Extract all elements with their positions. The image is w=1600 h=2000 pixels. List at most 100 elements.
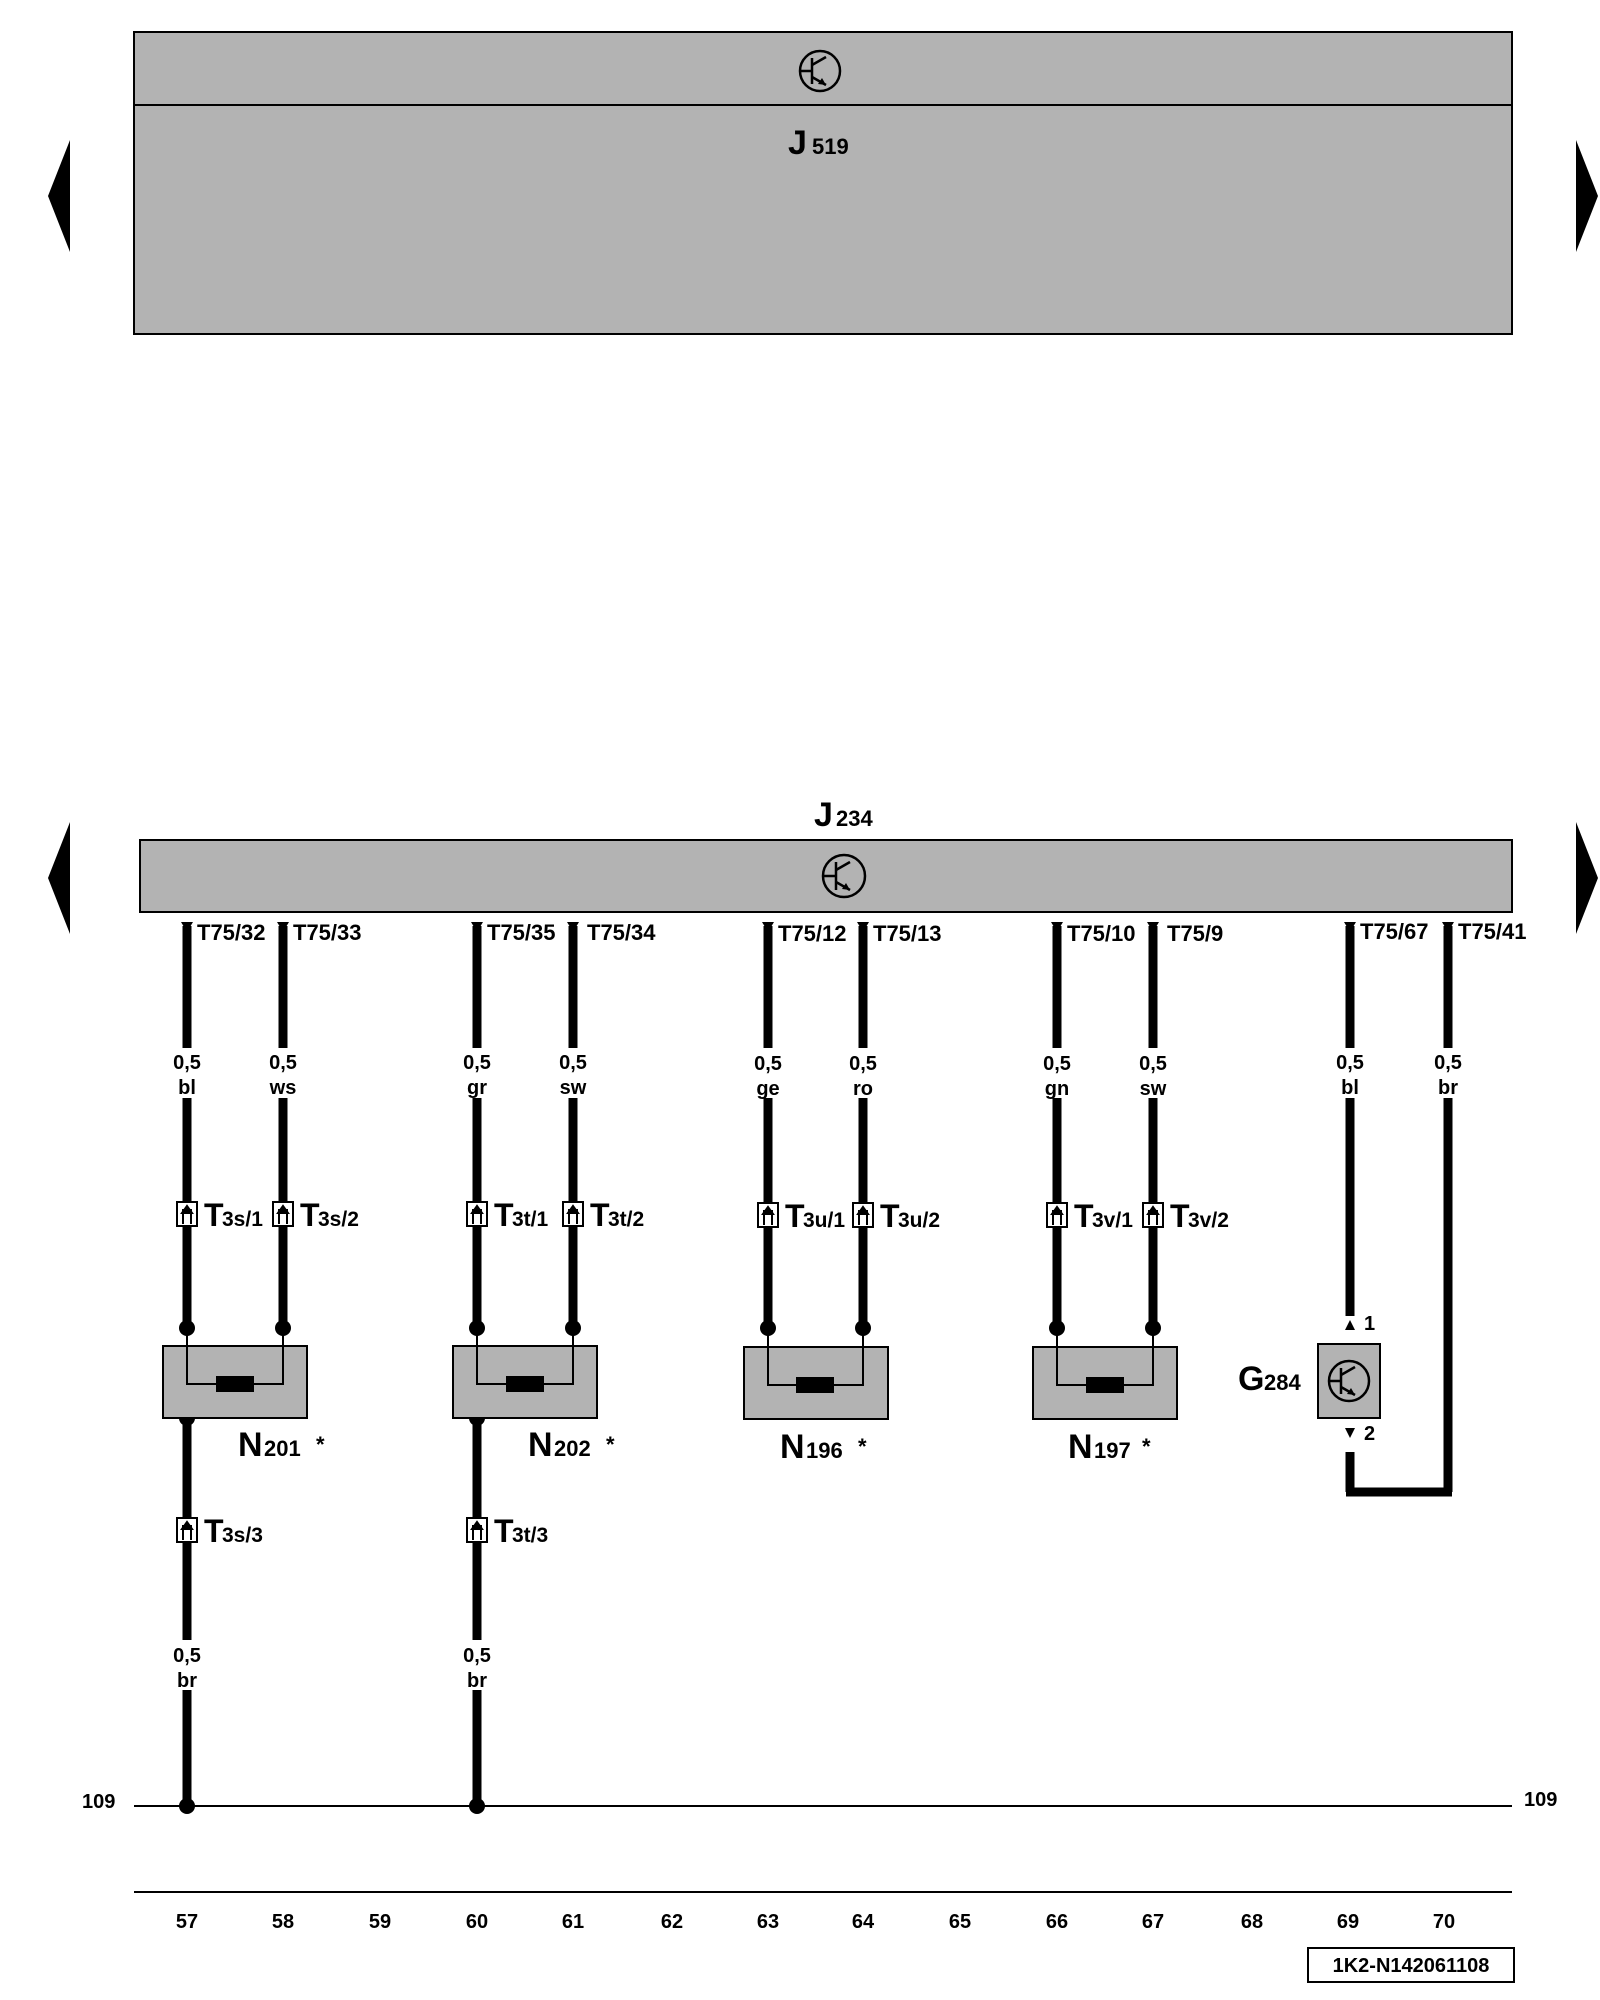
connector-letter: T [590, 1197, 610, 1233]
j519-letter: J [788, 124, 807, 162]
ground-line: 109 109 [82, 1789, 1557, 1813]
wire-color: br [177, 1670, 197, 1692]
wire-gauge: 0,5 [1043, 1053, 1071, 1075]
document-id-text: 1K2-N142061108 [1333, 1955, 1490, 1977]
j234-sub: 234 [836, 806, 873, 831]
coil-icon [506, 1376, 544, 1392]
wire-color: ro [853, 1078, 873, 1100]
connector-letter: T [1170, 1198, 1190, 1234]
control-unit-j234 [139, 839, 1513, 913]
electronic-module-icon [1327, 1359, 1371, 1403]
coil-icon [216, 1376, 254, 1392]
j234-letter: J [814, 796, 833, 834]
wire-labels: 0,5 bl 0,5 ws 0,5 gr 0,5 sw 0,5 ge 0,5 r… [167, 1048, 1468, 1100]
connector-icon [852, 1202, 874, 1228]
wire-gauge: 0,5 [269, 1052, 297, 1074]
next-page-arrow-top[interactable] [1576, 140, 1598, 252]
sensor-letter: G [1238, 1360, 1264, 1398]
valve-star: * [606, 1432, 615, 1457]
wire-color: gn [1045, 1078, 1069, 1100]
valve-n201 [162, 1328, 308, 1419]
valve-letter: N [1068, 1428, 1093, 1466]
connector-letter: T [880, 1198, 900, 1234]
wires [182, 926, 1453, 1806]
pin-label: T75/34 [587, 920, 656, 945]
valve-letter: N [780, 1428, 805, 1466]
ground-ref-right: 109 [1524, 1789, 1557, 1811]
column-number: 62 [661, 1911, 683, 1933]
prev-page-arrow-top[interactable] [48, 140, 70, 252]
wire-color: bl [1341, 1077, 1359, 1099]
wire-color: br [1438, 1077, 1458, 1099]
sensor-sub: 284 [1264, 1370, 1301, 1395]
column-number: 63 [757, 1911, 779, 1933]
connector-icon [466, 1517, 488, 1543]
valve-letter: N [238, 1426, 263, 1464]
wire-color: sw [560, 1077, 587, 1099]
column-number: 68 [1241, 1911, 1263, 1933]
valve-n197 [1032, 1328, 1178, 1420]
valve-star: * [1142, 1434, 1151, 1459]
next-page-arrow-bottom[interactable] [1576, 822, 1598, 934]
connector-icon [1046, 1202, 1068, 1228]
wire-gauge: 0,5 [1336, 1052, 1364, 1074]
wire-color: sw [1140, 1078, 1167, 1100]
wire-color: ws [269, 1077, 297, 1099]
wire-gauge: 0,5 [173, 1645, 201, 1667]
wire-gauge: 0,5 [754, 1053, 782, 1075]
connector-sub: 3s/3 [222, 1524, 263, 1547]
valve-star: * [316, 1432, 325, 1457]
column-number: 61 [562, 1911, 584, 1933]
connector-icon [176, 1201, 198, 1227]
wire-gauge: 0,5 [1434, 1052, 1462, 1074]
connector-letter: T [204, 1513, 224, 1549]
sensor-pin-2: 2 [1364, 1423, 1375, 1445]
junction-dots [179, 1320, 1161, 1814]
wire-color: br [467, 1670, 487, 1692]
connector-sub: 3v/2 [1188, 1209, 1229, 1232]
connector-icon [272, 1201, 294, 1227]
connector-letter: T [204, 1197, 224, 1233]
lower-wire-labels: 0,5 br 0,5 br [167, 1640, 497, 1692]
valve-sub: 201 [264, 1436, 301, 1461]
column-number: 70 [1433, 1911, 1455, 1933]
electronic-module-icon [798, 49, 842, 93]
column-ruler: 57 58 59 60 61 62 63 64 65 66 67 68 69 7… [134, 1891, 1512, 1933]
solenoid-valves [162, 1328, 1178, 1420]
connector-sub: 3t/1 [512, 1208, 549, 1231]
valve-sub: 197 [1094, 1438, 1131, 1463]
connector-sub: 3t/2 [608, 1208, 644, 1231]
coil-icon [796, 1377, 834, 1393]
column-number: 69 [1337, 1911, 1359, 1933]
connector-labels: T 3s/1 T 3s/2 T 3t/1 T 3t/2 T 3u/1 T 3u/… [204, 1197, 1229, 1549]
valve-letter: N [528, 1426, 553, 1464]
pin-label: T75/9 [1167, 921, 1223, 946]
pin-label: T75/67 [1360, 919, 1429, 944]
column-number: 67 [1142, 1911, 1164, 1933]
connector-sub: 3s/2 [318, 1208, 359, 1231]
wire-gauge: 0,5 [849, 1053, 877, 1075]
pin-label: T75/10 [1067, 921, 1136, 946]
connector-sub: 3u/1 [803, 1209, 845, 1232]
ground-ref-left: 109 [82, 1791, 115, 1813]
column-number: 64 [852, 1911, 875, 1933]
sensor-pin-1: 1 [1364, 1313, 1375, 1335]
electronic-module-icon [821, 853, 867, 899]
connector-sub: 3s/1 [222, 1208, 263, 1231]
connector-letter: T [494, 1197, 514, 1233]
connector-letter: T [494, 1513, 514, 1549]
wire-gauge: 0,5 [559, 1052, 587, 1074]
column-number: 57 [176, 1911, 198, 1933]
wire-color: gr [467, 1077, 487, 1099]
connector-icon [757, 1202, 779, 1228]
column-number: 66 [1046, 1911, 1068, 1933]
valve-star: * [858, 1434, 867, 1459]
connector-sub: 3t/3 [512, 1524, 548, 1547]
wire-gauge: 0,5 [463, 1645, 491, 1667]
prev-page-arrow-bottom[interactable] [48, 822, 70, 934]
wire-gauge: 0,5 [463, 1052, 491, 1074]
pin-label: T75/12 [778, 921, 847, 946]
connector-letter: T [785, 1198, 805, 1234]
connector-symbols [176, 1201, 1164, 1543]
